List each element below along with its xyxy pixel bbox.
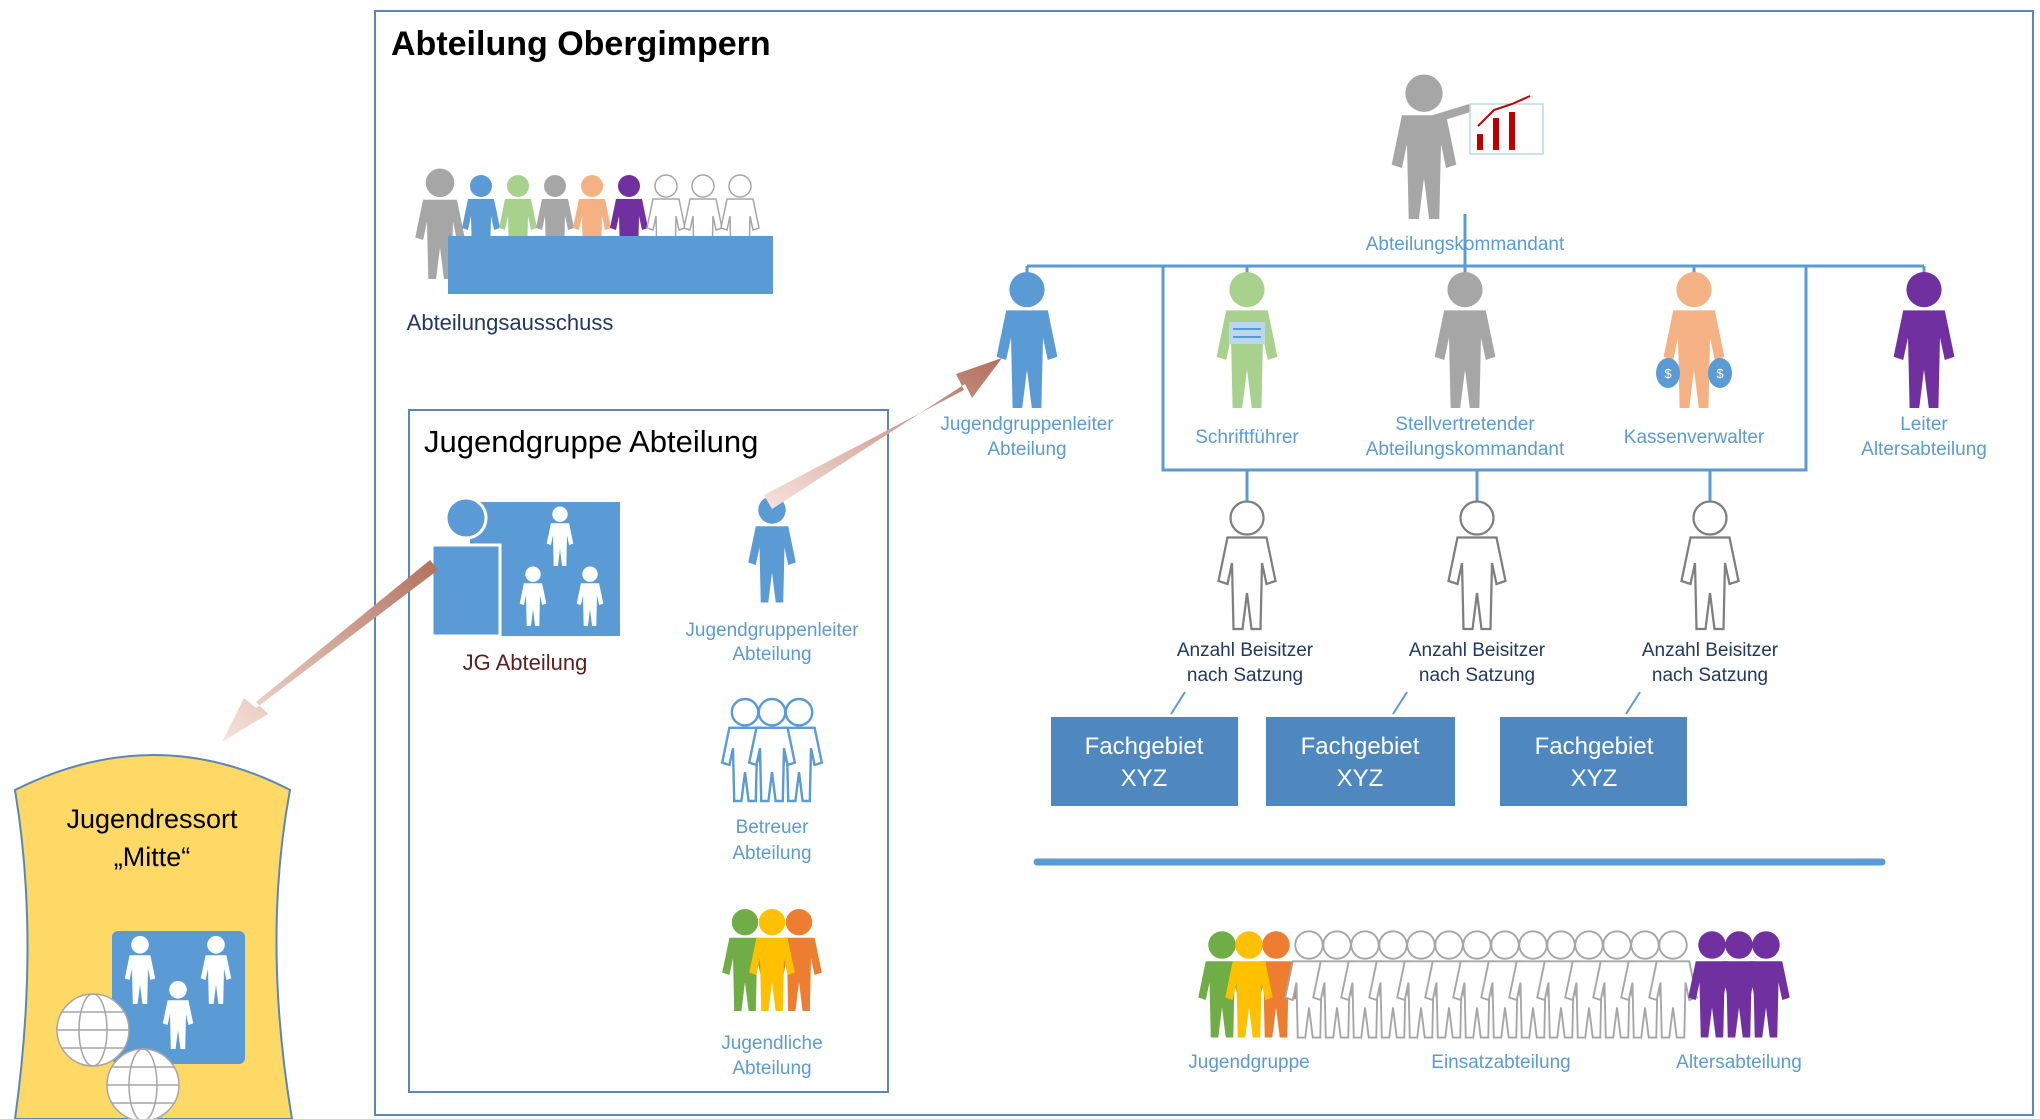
- field-line2: XYZ: [1571, 765, 1618, 792]
- youths-line2: Abteilung: [732, 1058, 811, 1079]
- assessor-line2: nach Satzung: [1187, 665, 1303, 686]
- commander-icon: [1391, 74, 1457, 219]
- svg-text:$: $: [1716, 366, 1724, 381]
- senior-leader-icon: [1893, 272, 1955, 408]
- youth-leader-line1: Jugendgruppenleiter: [685, 620, 859, 641]
- assessor-icon: [1680, 500, 1740, 631]
- jg-department-label: JG Abteilung: [463, 650, 588, 675]
- senior-leader-line2: Altersabteilung: [1861, 439, 1987, 460]
- field-line1: Fachgebiet: [1085, 733, 1204, 760]
- ressort-group-icon: [112, 931, 245, 1064]
- org-youth-leader-line2: Abteilung: [987, 439, 1066, 460]
- assessor-line1: Anzahl Beisitzer: [1177, 640, 1314, 661]
- department-frame: [374, 10, 2034, 1116]
- field-line2: XYZ: [1121, 765, 1168, 792]
- youth-leader-icon: [748, 496, 796, 603]
- callout-tick: [1392, 691, 1408, 715]
- youths-line1: Jugendliche: [721, 1033, 822, 1054]
- arrow-to-ressort-icon: [222, 560, 438, 742]
- board-box: [1161, 264, 1808, 472]
- youth-leader-line2: Abteilung: [732, 644, 811, 665]
- crowd-youth-icon: [1198, 931, 1300, 1038]
- page-title: Abteilung Obergimpern: [391, 25, 771, 63]
- org-youth-leader-icon: [996, 272, 1058, 408]
- field-line2: XYZ: [1337, 765, 1384, 792]
- org-youth-leader-line1: Jugendgruppenleiter: [940, 414, 1114, 435]
- deputy-icon: [1434, 272, 1496, 408]
- senior-leader-line1: Leiter: [1900, 414, 1948, 435]
- youth-group-title: Jugendgruppe Abteilung: [424, 424, 758, 459]
- globe-icon: [56, 993, 130, 1067]
- caretakers-line2: Abteilung: [732, 843, 811, 864]
- group-senior-label: Altersabteilung: [1676, 1052, 1802, 1073]
- assessor-icon: [1217, 500, 1277, 631]
- field-box: [1264, 715, 1457, 808]
- crowd-active-icon: [1284, 930, 1698, 1039]
- committee-label: Abteilungsausschuss: [407, 310, 614, 335]
- secretary-label: Schriftführer: [1195, 427, 1299, 448]
- callout-tick: [1625, 691, 1641, 715]
- group-youth-label: Jugendgruppe: [1188, 1052, 1310, 1073]
- field-line1: Fachgebiet: [1535, 733, 1654, 760]
- globe-icon: [106, 1048, 180, 1119]
- arrow-to-org-icon: [764, 358, 1002, 509]
- deputy-line2: Abteilungskommandant: [1366, 439, 1565, 460]
- committee-icon: [415, 168, 773, 294]
- youth-group-box: [408, 409, 889, 1093]
- callout-tick: [1170, 691, 1186, 715]
- field-line1: Fachgebiet: [1301, 733, 1420, 760]
- caretakers-icon: [721, 697, 823, 803]
- crowd-senior-icon: [1688, 931, 1790, 1038]
- secretary-icon: [1216, 272, 1278, 408]
- assessor-line1: Anzahl Beisitzer: [1642, 640, 1779, 661]
- caretakers-line1: Betreuer: [736, 817, 810, 838]
- pointing-arm: [1420, 104, 1474, 126]
- assessor-line2: nach Satzung: [1419, 665, 1535, 686]
- assessor-line1: Anzahl Beisitzer: [1409, 640, 1546, 661]
- chart-board-icon: [1469, 95, 1544, 155]
- treasurer-label: Kassenverwalter: [1624, 427, 1765, 448]
- treasurer-icon: $ $: [1656, 272, 1732, 408]
- svg-text:$: $: [1664, 366, 1672, 381]
- ressort-line1: Jugendressort: [66, 804, 238, 834]
- deputy-line1: Stellvertretender: [1395, 414, 1535, 435]
- ressort-line2: „Mitte“: [114, 842, 191, 872]
- jg-department-icon: [430, 496, 620, 638]
- assessor-icon: [1447, 500, 1507, 631]
- assessor-line2: nach Satzung: [1652, 665, 1768, 686]
- group-active-label: Einsatzabteilung: [1431, 1052, 1570, 1073]
- youths-icon: [722, 909, 822, 1011]
- field-box: [1049, 715, 1240, 808]
- field-box: [1498, 715, 1689, 808]
